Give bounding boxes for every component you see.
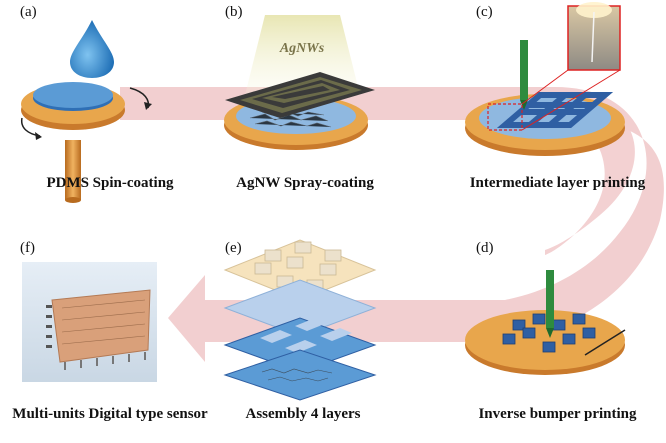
zoom-box	[487, 103, 523, 131]
spray-coating-illustration	[224, 15, 375, 150]
caption-pdms-spin-coating: PDMS Spin-coating	[46, 175, 174, 191]
panel-label-a: (a)	[20, 4, 37, 20]
print-nozzle-d	[546, 270, 554, 328]
bumper-printing-illustration	[465, 270, 626, 375]
caption-inverse-bumper-printing: Inverse bumper printing	[478, 406, 637, 422]
layer-electrode	[223, 349, 377, 401]
caption-assembly-4-layers: Assembly 4 layers	[245, 406, 361, 422]
pdms-droplet-icon	[70, 20, 114, 78]
bumper-cubes	[502, 313, 596, 353]
spray-material-label: AgNWs	[279, 41, 325, 56]
panel-label-c: (c)	[476, 4, 493, 20]
printed-grid	[496, 92, 614, 128]
spin-coater-illustration	[20, 20, 152, 203]
panel-label-e: (e)	[225, 240, 242, 256]
caption-agnw-spray-coating: AgNW Spray-coating	[236, 175, 374, 191]
panel-label-d: (d)	[476, 240, 494, 256]
spray-cone	[245, 15, 360, 95]
caption-intermediate-layer-printing: Intermediate layer printing	[469, 175, 646, 191]
sensor-photo	[22, 262, 157, 382]
nozzle-photo-inset	[567, 5, 621, 71]
print-nozzle	[520, 40, 528, 100]
panel-label-b: (b)	[225, 4, 243, 20]
panel-label-f: (f)	[20, 240, 35, 256]
caption-multi-units-sensor: Multi-units Digital type sensor	[12, 406, 208, 422]
layer-assembly-illustration	[223, 239, 377, 401]
intermediate-printing-illustration	[465, 2, 625, 156]
